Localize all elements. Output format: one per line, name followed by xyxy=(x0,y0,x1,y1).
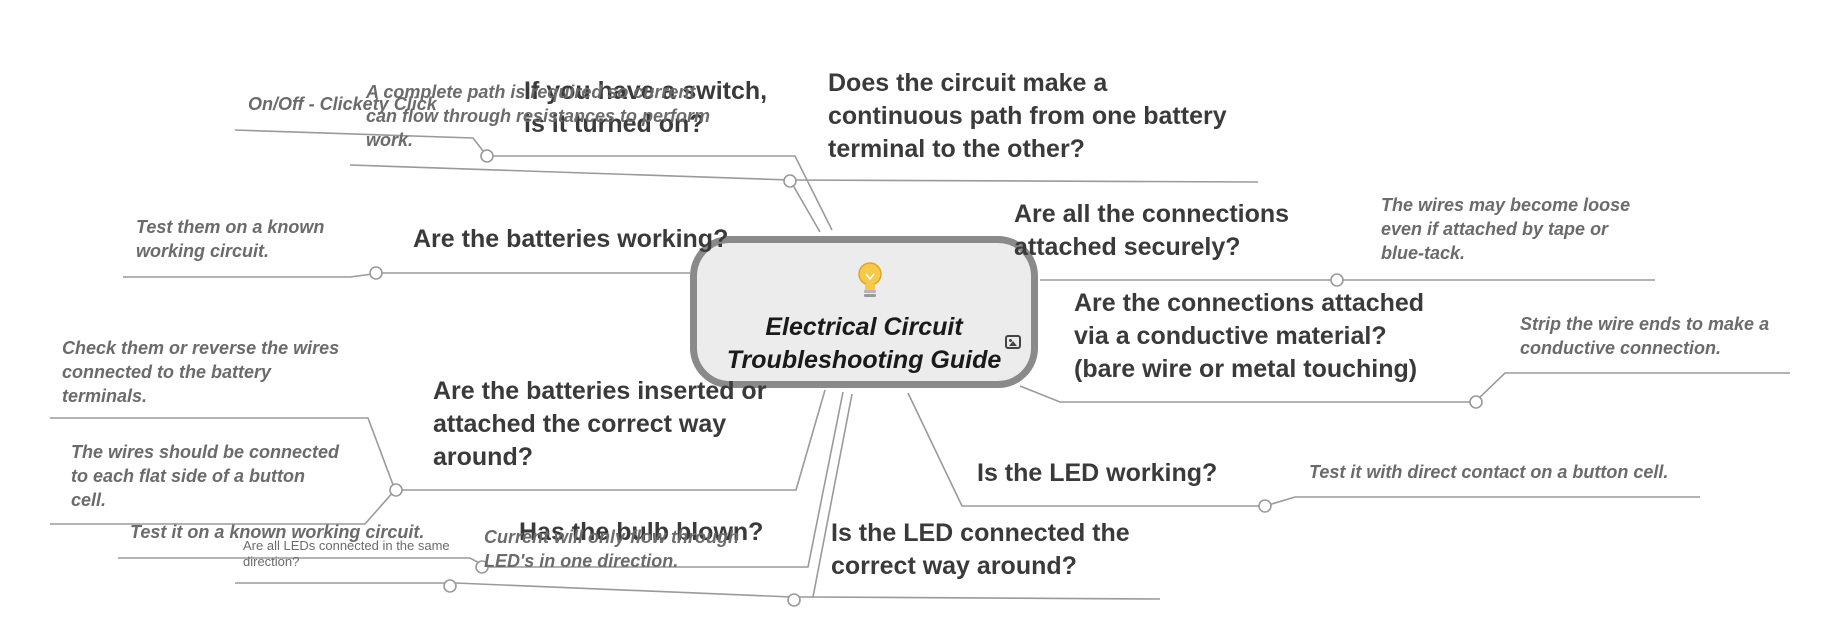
note-loose-wires: The wires may become loose even if attac… xyxy=(1381,193,1630,265)
topic-bulb-blown[interactable]: Has the bulb blown? xyxy=(519,516,763,549)
topic-line: correct way around? xyxy=(831,552,1077,580)
topic-batteries-working[interactable]: Are the batteries working? xyxy=(413,223,728,256)
central-title-line-1: Electrical Circuit xyxy=(765,313,963,341)
topic-line: Are the connections attached xyxy=(1074,289,1425,317)
topic-line: via a conductive material? xyxy=(1074,322,1387,350)
note-direct-contact: Test it with direct contact on a button … xyxy=(1309,460,1668,484)
note-line: Strip the wire ends to make a xyxy=(1520,314,1770,334)
collapse-node-same-direction xyxy=(443,579,457,593)
topic-switch[interactable]: If you have a switch, is it turned on? xyxy=(524,75,767,141)
collapse-node-conductive xyxy=(1469,395,1483,409)
note-line: Current will only flow through xyxy=(484,527,739,547)
topic-connections-secure[interactable]: Are all the connections attached securel… xyxy=(1014,198,1289,264)
note-line: terminals. xyxy=(62,386,148,406)
note-onoff: On/Off - Clickety Click xyxy=(248,92,437,116)
topic-line: terminal to the other? xyxy=(828,135,1085,163)
note-strip-ends: Strip the wire ends to make a conductive… xyxy=(1520,312,1769,360)
topic-line: attached securely? xyxy=(1014,233,1241,261)
note-line: Test it on a known working circuit. xyxy=(130,522,425,542)
topic-led-direction[interactable]: Is the LED connected the correct way aro… xyxy=(831,517,1130,583)
lightbulb-icon xyxy=(858,262,882,297)
topic-led-working[interactable]: Is the LED working? xyxy=(977,457,1217,490)
note-line: Test them on a known xyxy=(136,217,325,237)
topic-line: is it turned on? xyxy=(524,110,705,138)
note-line: working circuit. xyxy=(136,241,270,261)
topic-line: Are the batteries working? xyxy=(413,225,729,253)
connector-led-direction-right xyxy=(811,596,1161,600)
note-line: direction? xyxy=(243,554,300,569)
topic-line: (bare wire or metal touching) xyxy=(1074,355,1418,383)
topic-line: Are all the connections xyxy=(1014,200,1290,228)
note-line: LED's in one direction. xyxy=(484,551,679,571)
note-line: cell. xyxy=(71,490,107,510)
connector-batteries-working xyxy=(123,272,690,278)
topic-line: If you have a switch, xyxy=(524,77,768,105)
note-line: conductive connection. xyxy=(1520,338,1722,358)
note-line: work. xyxy=(366,130,414,150)
connector-continuous-path xyxy=(349,164,821,233)
central-title-line-2: Troubleshooting Guide xyxy=(726,346,1002,374)
note-current-led: Current will only flow through LED's in … xyxy=(484,525,739,573)
note-line: Check them or reverse the wires xyxy=(62,338,340,358)
note-complete-path: A complete path is required so current c… xyxy=(366,80,710,152)
note-line: Are all LEDs connected in the same xyxy=(243,538,450,553)
topic-line: Has the bulb blown? xyxy=(519,518,764,546)
topic-line: Is the LED working? xyxy=(977,459,1218,487)
collapse-node-batteries-working xyxy=(369,266,383,280)
note-line: connected to the battery xyxy=(62,362,272,382)
central-title: Electrical Circuit Troubleshooting Guide xyxy=(697,311,1031,377)
note-line: can flow through resistances to perform xyxy=(366,106,711,126)
collapse-node-led-working xyxy=(1258,499,1272,513)
collapse-node-batteries-inserted xyxy=(389,483,403,497)
topic-line: Is the LED connected the xyxy=(831,519,1130,547)
topic-continuous-path[interactable]: Does the circuit make a continuous path … xyxy=(828,67,1227,166)
topic-conductive[interactable]: Are the connections attached via a condu… xyxy=(1074,287,1424,386)
note-line: Test it with direct contact on a button … xyxy=(1309,462,1669,482)
image-icon[interactable] xyxy=(1005,335,1021,349)
collapse-node-continuous-path xyxy=(783,174,797,188)
note-test-known: Test it on a known working circuit. xyxy=(130,520,424,544)
note-line: to each flat side of a button xyxy=(71,466,306,486)
note-button-cell: The wires should be connected to each fl… xyxy=(71,440,339,512)
note-check-reverse: Check them or reverse the wires connecte… xyxy=(62,336,339,408)
note-line: blue-tack. xyxy=(1381,243,1466,263)
topic-line: continuous path from one battery xyxy=(828,102,1227,130)
note-line: On/Off - Clickety Click xyxy=(248,94,437,114)
note-line: A complete path is required so current xyxy=(366,82,696,102)
central-topic[interactable]: Electrical Circuit Troubleshooting Guide xyxy=(690,236,1038,388)
topic-line: Are the batteries inserted or xyxy=(433,377,767,405)
topic-line: attached the correct way xyxy=(433,410,727,438)
topic-line: around? xyxy=(433,443,533,471)
note-line: The wires should be connected xyxy=(71,442,340,462)
connector-continuous-path-right xyxy=(789,179,1259,183)
note-test-batteries: Test them on a known working circuit. xyxy=(136,215,324,263)
topic-line: Does the circuit make a xyxy=(828,69,1108,97)
collapse-node-led-direction xyxy=(787,593,801,607)
note-line: The wires may become loose xyxy=(1381,195,1631,215)
note-same-direction: Are all LEDs connected in the same direc… xyxy=(243,538,450,570)
note-line: even if attached by tape or xyxy=(1381,219,1609,239)
topic-batteries-inserted[interactable]: Are the batteries inserted or attached t… xyxy=(433,375,766,474)
collapse-node-connections-secure xyxy=(1330,273,1344,287)
